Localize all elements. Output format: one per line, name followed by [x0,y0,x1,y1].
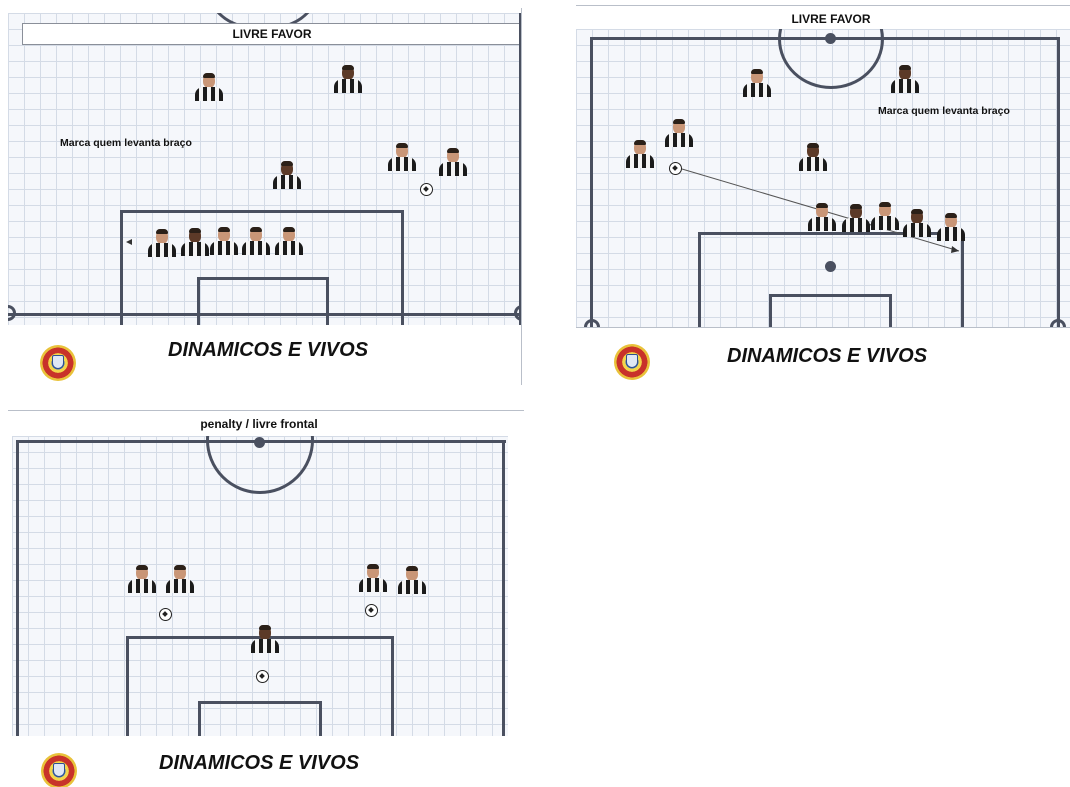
pitch: Marca quem levanta braço [576,29,1070,327]
panel-free-kick-1: LIVRE FAVOR Marca quem levanta braço DIN… [8,8,523,388]
club-crest-icon [40,345,76,381]
club-crest-icon [41,753,77,787]
player[interactable] [358,562,388,594]
player[interactable] [272,159,302,191]
player[interactable] [664,117,694,149]
goal-area [198,701,322,736]
player[interactable] [890,63,920,95]
panel-border-right [521,8,522,385]
player[interactable] [194,71,224,103]
player[interactable] [180,226,210,258]
panel-border-top [576,5,1070,6]
pitch: LIVRE FAVOR Marca quem levanta braço [8,13,522,325]
player[interactable] [742,67,772,99]
player[interactable] [274,225,304,257]
panel-title: LIVRE FAVOR [726,11,936,27]
ball[interactable] [256,670,269,683]
panel-title: penalty / livre frontal [158,416,360,432]
caption: DINAMICOS E VIVOS [159,752,359,775]
ball[interactable] [365,604,378,617]
instruction-note: Marca quem levanta braço [60,137,192,149]
player[interactable] [209,225,239,257]
player[interactable] [807,201,837,233]
player[interactable] [250,623,280,655]
sideline-right [502,440,506,736]
player[interactable] [333,63,363,95]
player[interactable] [798,141,828,173]
sideline-left [16,440,20,736]
player[interactable] [625,138,655,170]
ball[interactable] [669,162,682,175]
player[interactable] [936,211,966,243]
player[interactable] [438,146,468,178]
club-crest-icon [614,344,650,380]
player[interactable] [841,202,871,234]
panel-title: LIVRE FAVOR [22,23,522,45]
pass-arrow [576,29,1070,327]
goal-line [8,313,522,319]
ball[interactable] [420,183,433,196]
caption: DINAMICOS E VIVOS [168,339,368,362]
player[interactable] [902,207,932,239]
panel-free-kick-2: LIVRE FAVOR Marca quem levanta braço DIN… [576,5,1070,395]
arrow-marker [126,239,132,245]
player[interactable] [870,200,900,232]
player[interactable] [127,563,157,595]
caption: DINAMICOS E VIVOS [727,345,927,368]
player[interactable] [241,225,271,257]
panel-border-bottom [576,327,1070,328]
player[interactable] [147,227,177,259]
player[interactable] [165,563,195,595]
pitch [12,436,508,736]
player[interactable] [387,141,417,173]
center-spot [254,437,265,448]
panel-border-top [8,410,524,411]
ball[interactable] [159,608,172,621]
panel-penalty: penalty / livre frontal DINAMICOS E VIVO… [8,408,526,787]
player[interactable] [397,564,427,596]
